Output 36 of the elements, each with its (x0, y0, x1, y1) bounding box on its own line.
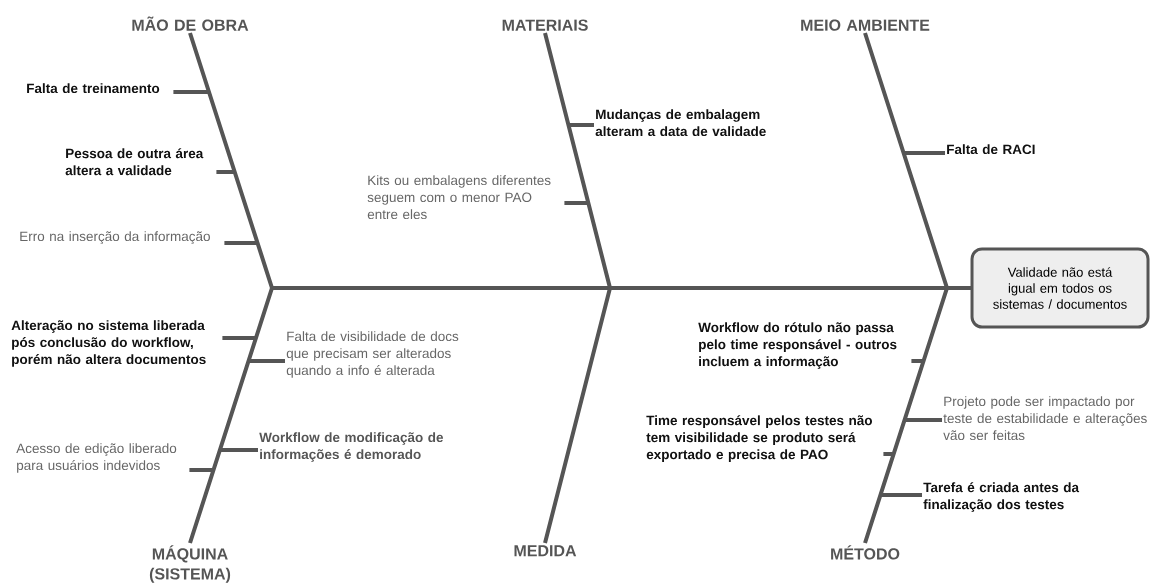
fishbone-bone (863, 286, 971, 544)
category-label: MÁQUINA (SISTEMA) (149, 545, 231, 583)
tick-line (903, 151, 945, 155)
tick-line (173, 90, 209, 94)
category-label: MÉTODO (831, 545, 900, 560)
tick-line (219, 448, 258, 452)
tick-line (222, 336, 256, 340)
cause-text: Pessoa de outra área altera a validade (65, 148, 204, 176)
cause-text: Falta de visibilidade de docs que precisam ser alterados quando a info é alterada (286, 331, 459, 378)
cause-text: Time responsável pelos testes não tem visibilidade se produto será exportado e precisa de PAO (646, 415, 872, 462)
category-label: MEIO AMBIENTE (801, 19, 930, 31)
cause-text: Alteração no sistema liberada pós conclusão do workflow, porém não altera documentos (11, 320, 206, 367)
tick-line (189, 468, 214, 472)
cause-text: Falta de treinamento (27, 83, 160, 94)
tick-line (564, 201, 589, 205)
cause-text: Falta de RACI (947, 144, 1035, 155)
tick-line (911, 359, 924, 363)
cause-text: Workflow do rótulo não passa pelo time responsável - outros incluem a informação (698, 322, 897, 369)
category-label: MEDIDA (514, 545, 577, 557)
cause-text: Erro na inserção da informação (20, 231, 210, 244)
tick-line (904, 418, 942, 422)
cause-text: Tarefa é criada antes da finalização dos testes (923, 482, 1080, 512)
cause-text: Workflow de modificação de informações é demorado (259, 432, 443, 462)
effect-box: Validade não está igual em todos os sistemas / documentos (970, 247, 1150, 329)
tick-line (883, 452, 894, 456)
tick-line (880, 493, 922, 497)
tick-line (224, 241, 258, 245)
category-label: MÃO DE OBRA (132, 16, 249, 31)
category-label: MATERIAIS (502, 19, 588, 31)
cause-text: Acesso de edição liberado para usuários indevidos (16, 443, 177, 473)
cause-text: Projeto pode ser impactado por teste de estabilidade e alterações vão ser feitas (943, 396, 1147, 441)
cause-text: Mudanças de embalagem alteram a data de validade (595, 109, 766, 137)
tick-line (568, 123, 594, 127)
cause-text: Kits ou embalagens diferentes seguem com o menor PAO entre eles (367, 175, 551, 220)
tick-line (248, 359, 285, 363)
tick-line (216, 170, 235, 174)
